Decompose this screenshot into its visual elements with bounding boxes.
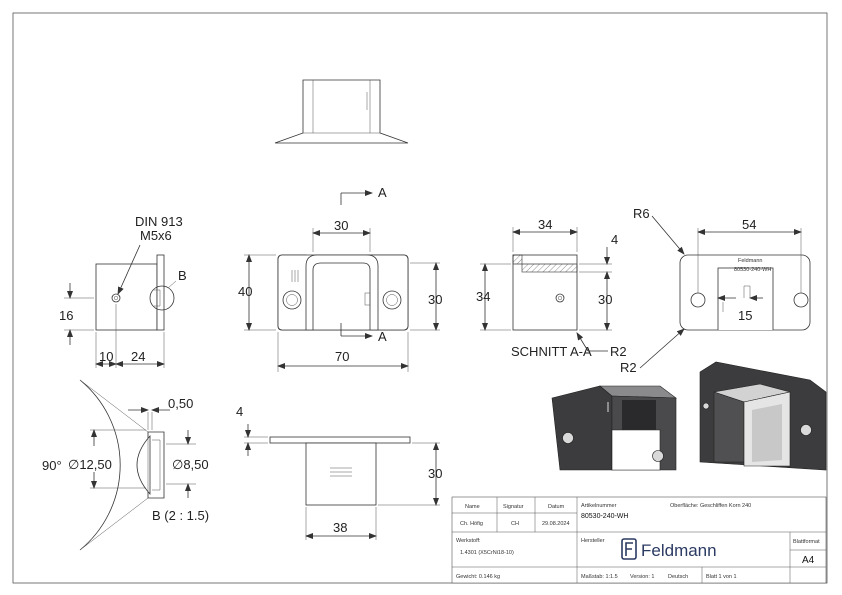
tb-massstab: Maßstab: 1:1.5 — [581, 574, 618, 580]
left-side-view — [95, 254, 175, 331]
dim-16: 16 — [59, 308, 73, 323]
tb-sprache: Deutsch — [668, 574, 688, 580]
tb-brand: Feldmann — [641, 541, 717, 560]
sheet-border — [12, 12, 828, 584]
left-side-dimensions: DIN 913 M5x6 B 16 10 24 — [59, 214, 187, 368]
radius-r2-b: R2 — [620, 360, 637, 375]
section-a-a-view — [512, 254, 578, 331]
top-view — [274, 79, 409, 144]
dim-10: 10 — [99, 349, 113, 364]
section-label-top: A — [378, 185, 387, 200]
tb-hersteller-label: Hersteller — [581, 538, 605, 544]
tb-name-value: Ch. Höfig — [460, 521, 483, 527]
bottom-view-dimensions: 4 30 38 — [236, 404, 442, 540]
tb-werkstoff-value: 1.4301 (X5CrNi18-10) — [460, 550, 514, 556]
front-view-dimensions: 30 40 30 70 — [238, 218, 442, 372]
dim-dia-12-50: ∅12,50 — [68, 457, 112, 472]
title-block: Name Signatur Datum Ch. Höfig CH 29.08.2… — [451, 496, 827, 584]
dim-dia-8-50: ∅8,50 — [172, 457, 209, 472]
radius-r6: R6 — [633, 206, 650, 221]
tb-gewicht: Gewicht: 0.146 kg — [456, 574, 500, 580]
tb-signatur-value: CH — [511, 521, 519, 527]
section-marker-top: A — [340, 185, 387, 205]
section-title: SCHNITT A-A — [511, 344, 592, 359]
tb-blattformat-value: A4 — [802, 555, 815, 566]
dim-54: 54 — [742, 217, 756, 232]
tb-datum-value: 29.08.2024 — [542, 521, 570, 527]
tb-signatur-label: Signatur — [503, 504, 524, 510]
detail-b-view — [79, 379, 165, 551]
radius-r2: R2 — [610, 344, 627, 359]
detail-b-title: B (2 : 1.5) — [152, 508, 209, 523]
b-label: B — [178, 268, 187, 283]
dim-0-50: 0,50 — [168, 396, 193, 411]
bottom-view — [269, 436, 411, 506]
tb-datum-label: Datum — [548, 504, 565, 510]
tb-version: Version: 1 — [630, 574, 654, 580]
tb-artikel-value: 80530-240-WH — [581, 513, 628, 520]
feldmann-logo-icon — [621, 538, 637, 560]
tb-artikel-label: Artikelnummer — [581, 503, 617, 509]
tb-name-label: Name — [465, 504, 480, 510]
tb-oberflaeche: Oberfläche: Geschliffen Korn 240 — [670, 503, 751, 509]
dim-30-bottom: 30 — [428, 466, 442, 481]
tb-werkstoff-label: Werkstoff: — [456, 538, 481, 544]
dim-40: 40 — [238, 284, 252, 299]
dim-30-side: 30 — [598, 292, 612, 307]
dim-70: 70 — [335, 349, 349, 364]
isometric-view-back — [699, 361, 827, 471]
dim-90-degrees: 90° — [42, 458, 62, 473]
detail-b-dimensions: 0,50 90° ∅12,50 ∅8,50 B (2 : 1.5) — [42, 396, 209, 523]
dim-38: 38 — [333, 520, 347, 535]
din-913: DIN 913 — [135, 214, 183, 229]
dim-30-top: 30 — [334, 218, 348, 233]
dim-34-top: 34 — [538, 217, 552, 232]
dim-4-side: 4 — [611, 232, 618, 247]
engraving-code: 80530-240-WH — [734, 267, 771, 273]
section-a-a-dimensions: 34 4 30 34 SCHNITT A-A R2 — [476, 217, 627, 359]
front-view — [277, 254, 409, 331]
screw-m5x6: M5x6 — [140, 228, 172, 243]
dim-34-left: 34 — [476, 289, 490, 304]
dim-15: 15 — [738, 308, 752, 323]
isometric-view-front — [551, 385, 677, 471]
section-label-bottom: A — [378, 329, 387, 344]
tb-blattformat-label: Blattformat — [793, 539, 820, 545]
tb-blatt: Blatt 1 von 1 — [706, 574, 737, 580]
back-view-dimensions: 54 R6 15 R2 — [620, 206, 802, 375]
back-view: Feldmann 80530-240-WH — [679, 254, 811, 331]
dim-24: 24 — [131, 349, 145, 364]
dim-30-right: 30 — [428, 292, 442, 307]
dim-4-bottom: 4 — [236, 404, 243, 419]
engraving-brand: Feldmann — [738, 258, 762, 264]
section-marker-bottom: A — [340, 323, 387, 344]
